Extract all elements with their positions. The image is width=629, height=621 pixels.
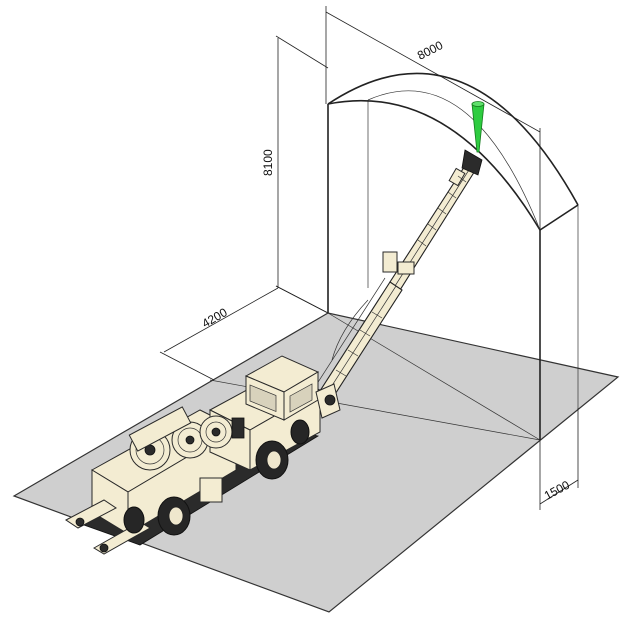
- shotcrete-machine: [65, 355, 341, 555]
- boom-arm: [312, 149, 483, 403]
- tunnel-arch-front: [327, 99, 541, 231]
- wheel-front: [255, 440, 289, 480]
- wheel-rear: [157, 496, 191, 536]
- dimension-length-label: 4200: [200, 305, 230, 331]
- floor-slab: [12, 312, 620, 613]
- spray-nozzle: [471, 101, 485, 153]
- tunnel-arch-inner: [367, 90, 541, 231]
- dimension-height-label: 8100: [261, 149, 275, 176]
- dimension-width-label: 8000: [415, 38, 445, 63]
- tunnel-arch-link: [539, 204, 579, 231]
- tunnel-arch-back: [327, 72, 579, 206]
- dimension-offset-label: 1500: [542, 478, 572, 503]
- dimension-height: 8100: [261, 35, 329, 314]
- wheel-front-rear: [290, 419, 310, 445]
- wheel-mid: [123, 506, 145, 534]
